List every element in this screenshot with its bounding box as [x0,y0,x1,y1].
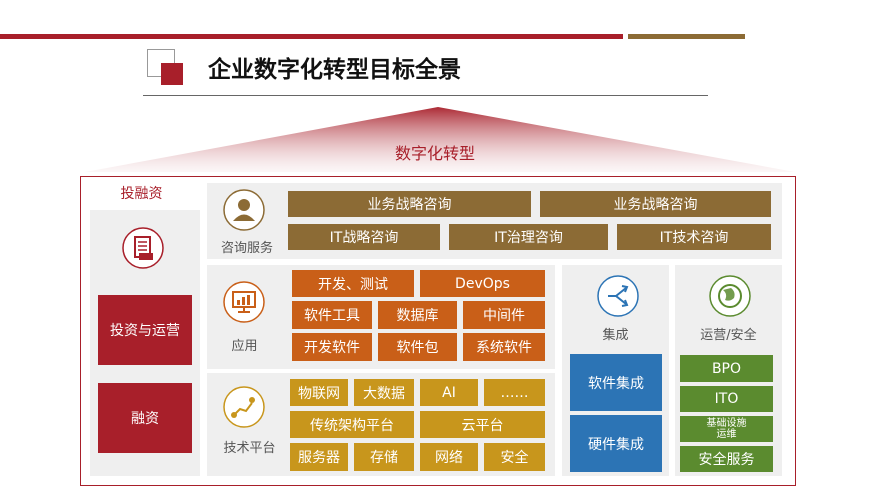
tech-server: 服务器 [290,443,348,471]
consulting-it-tech: IT技术咨询 [617,224,771,250]
tech-iot: 物联网 [290,379,348,406]
consulting-it-strategy: IT战略咨询 [288,224,440,250]
share-arrows-icon [597,275,639,317]
title-underline [143,95,708,96]
consulting-biz-2: 业务战略咨询 [540,191,771,217]
tech-bigdata: 大数据 [354,379,414,406]
app-dev-software: 开发软件 [292,333,372,361]
tech-ai: AI [420,379,478,406]
consulting-label: 咨询服务 [220,241,273,256]
app-dev-test: 开发、测试 [292,270,414,297]
main-frame [80,176,796,486]
application-label: 应用 [231,339,258,354]
hardware-integration: 硬件集成 [570,415,662,472]
person-icon [223,189,265,231]
tech-security: 安全 [484,443,545,471]
page-title: 企业数字化转型目标全景 [208,57,461,83]
tech-storage: 存储 [354,443,414,471]
roof-label: 数字化转型 [395,144,476,163]
app-database: 数据库 [378,301,457,329]
consulting-biz-1: 业务战略咨询 [288,191,531,217]
invest-operate-box: 投资与运营 [98,295,192,365]
ops-security-service: 安全服务 [680,446,773,472]
network-path-icon [223,386,265,428]
app-software-package: 软件包 [378,333,457,361]
software-integration: 软件集成 [570,354,662,411]
app-devops: DevOps [420,270,545,297]
tech-network: 网络 [420,443,478,471]
operations-label: 运营/安全 [700,328,757,343]
investment-title: 投融资 [120,186,163,202]
globe-icon [709,275,751,317]
top-brown-bar [628,34,745,39]
tech-traditional-arch: 传统架构平台 [290,411,414,438]
top-red-bar [0,34,623,39]
ops-bpo: BPO [680,355,773,382]
tech-cloud: 云平台 [420,411,545,438]
app-system-software: 系统软件 [463,333,545,361]
tech-more: …… [484,379,545,406]
app-software-tools: 软件工具 [292,301,372,329]
app-middleware: 中间件 [463,301,545,329]
financing-box: 融资 [98,383,192,453]
monitor-chart-icon [223,281,265,323]
consulting-it-governance: IT治理咨询 [449,224,608,250]
document-icon [122,227,164,269]
ops-ito: ITO [680,386,773,412]
integration-label: 集成 [602,328,629,343]
ops-infra-maintenance: 基础设施 运维 [680,416,773,442]
title-logo-square [161,63,183,85]
tech-platform-label: 技术平台 [223,441,276,456]
